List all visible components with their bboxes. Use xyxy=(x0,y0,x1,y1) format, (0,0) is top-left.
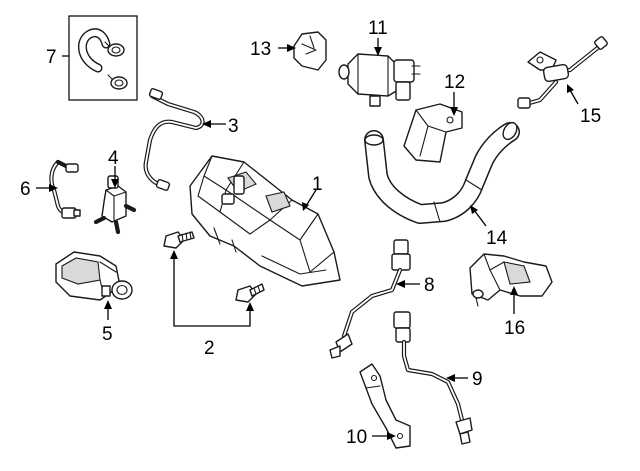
vapor-tube-part xyxy=(143,88,205,191)
oxygen-sensor-upper-part xyxy=(329,239,411,359)
callout-labels: 1 2 3 4 5 6 7 8 9 10 11 12 13 14 15 16 xyxy=(20,18,601,448)
leak-detection-pump-part xyxy=(55,251,133,301)
callout-8: 8 xyxy=(424,275,435,296)
callout-15: 15 xyxy=(580,106,601,127)
callout-9: 9 xyxy=(472,369,483,390)
callout-16: 16 xyxy=(504,318,525,339)
callout-10: 10 xyxy=(346,427,367,448)
callout-6: 6 xyxy=(20,179,31,200)
oxygen-sensor-lower-part xyxy=(393,311,473,445)
callout-13: 13 xyxy=(250,39,271,60)
callout-12: 12 xyxy=(444,72,465,93)
sensor-bracket-part xyxy=(359,363,411,449)
hose-clamp-kit-part xyxy=(68,15,138,101)
leaders xyxy=(36,38,579,440)
callout-3: 3 xyxy=(228,116,239,137)
bolts-part xyxy=(163,231,265,303)
map-sensor-part xyxy=(469,253,553,307)
callout-1: 1 xyxy=(312,174,323,195)
callout-11: 11 xyxy=(368,18,388,39)
vent-valve-part xyxy=(338,53,421,107)
callout-7: 7 xyxy=(46,47,57,68)
callout-2: 2 xyxy=(204,338,215,359)
callout-5: 5 xyxy=(102,324,113,345)
mounting-bracket-part xyxy=(403,103,463,163)
purge-tube-part xyxy=(517,36,608,109)
vapor-hose-part xyxy=(364,121,520,224)
canister-part xyxy=(189,155,341,287)
callout-14: 14 xyxy=(486,228,508,249)
cover-part xyxy=(293,31,327,71)
sensor-harness-part xyxy=(49,159,81,219)
callout-4: 4 xyxy=(108,148,119,169)
